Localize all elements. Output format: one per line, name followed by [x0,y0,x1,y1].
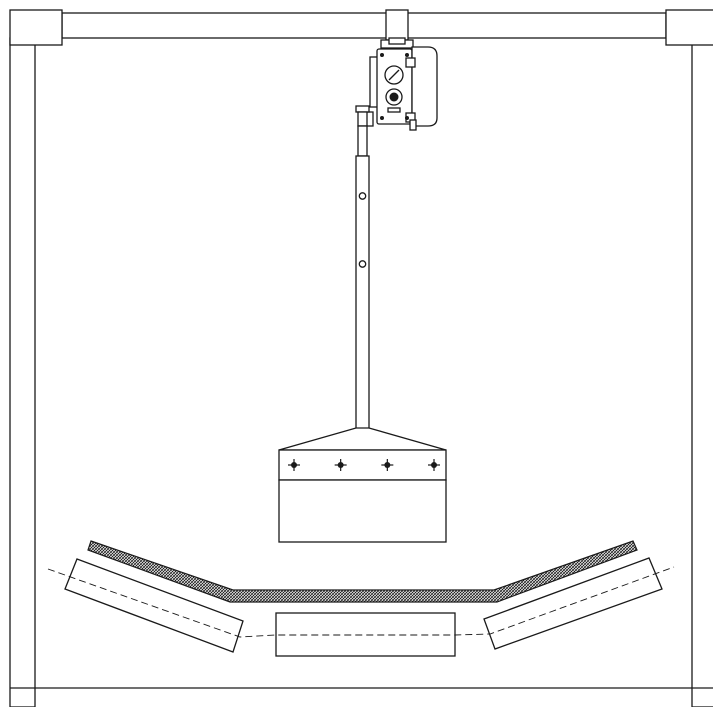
bolt-icon [334,459,347,471]
plate-body [278,479,447,543]
adjustment-hole [358,192,367,200]
frame-left-post [9,37,36,707]
plate-bolts [288,459,440,471]
belt-trough [87,540,638,603]
frame-right-post [691,37,713,707]
adjustment-hole [358,260,367,268]
idler-centerline [47,566,675,638]
frame-corner-right [665,9,713,46]
deflector-plate [278,427,447,543]
plate-clamp-strip [278,449,447,481]
bolt-icon [288,459,300,471]
center-idler [275,612,456,657]
frame-top-beam [61,12,667,39]
plate-top-taper [278,427,447,451]
sensing-rod [355,105,370,443]
idler-set [47,557,675,657]
frame-corner-left [9,9,63,46]
bolt-icon [428,459,440,471]
support-frame [9,9,713,707]
bolt-icon [381,459,394,471]
switch-enclosure [360,9,438,131]
enclosure-cover [411,46,438,127]
hanger-bracket [385,9,409,41]
conveyor-belt [87,540,638,603]
wing-idler-left [64,558,244,653]
